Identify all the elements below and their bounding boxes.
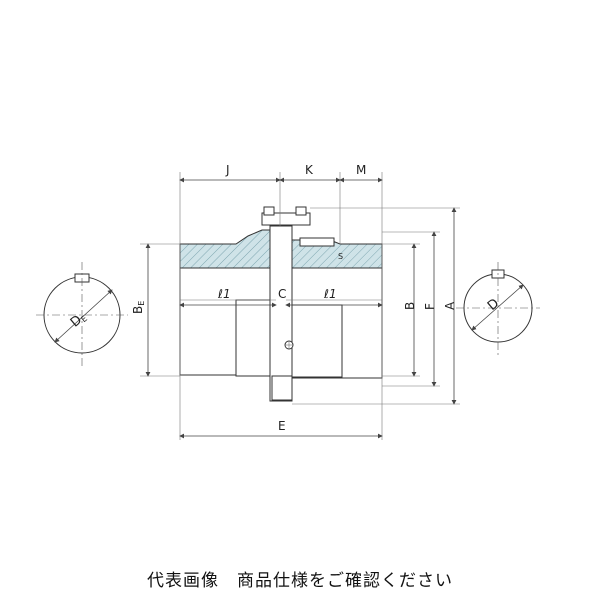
left-diameter-line [54,289,113,343]
center-flange [269,225,293,402]
label-C: C [278,287,286,301]
caption-text: 代表画像 商品仕様をご確認ください [147,571,453,591]
bottom-dimension: E [179,419,383,439]
label-E: E [278,419,286,433]
left-vertical-dimension: BE [131,243,151,377]
label-F: F [423,303,437,310]
top-dimensions: J K M [179,163,383,183]
right-diameter-line [471,284,524,331]
right-vertical-dimensions: B F A [403,207,457,405]
coupling-section [179,206,383,402]
label-A: A [443,301,457,310]
label-S: S [338,252,343,261]
left-sleeve-hatch [179,229,277,269]
label-J: J [225,163,230,177]
label-l1-right: ℓ1 [323,287,337,301]
label-B: B [403,302,417,310]
flange-lower [271,375,293,401]
bolt-nut-right [295,206,307,216]
label-M: M [356,163,366,177]
right-sleeve-lower [285,304,343,378]
bolt-nut-left [263,206,275,216]
extension-lines [140,172,460,440]
bolt-head [261,212,311,226]
right-end-view: D [456,262,540,356]
seal-detail [299,237,335,247]
label-K: K [305,163,314,177]
label-BE: BE [131,301,146,314]
inner-dimensions: ℓ1 C ℓ1 S [179,252,383,308]
left-end-view: DE [36,262,128,368]
label-l1-left: ℓ1 [217,287,231,301]
